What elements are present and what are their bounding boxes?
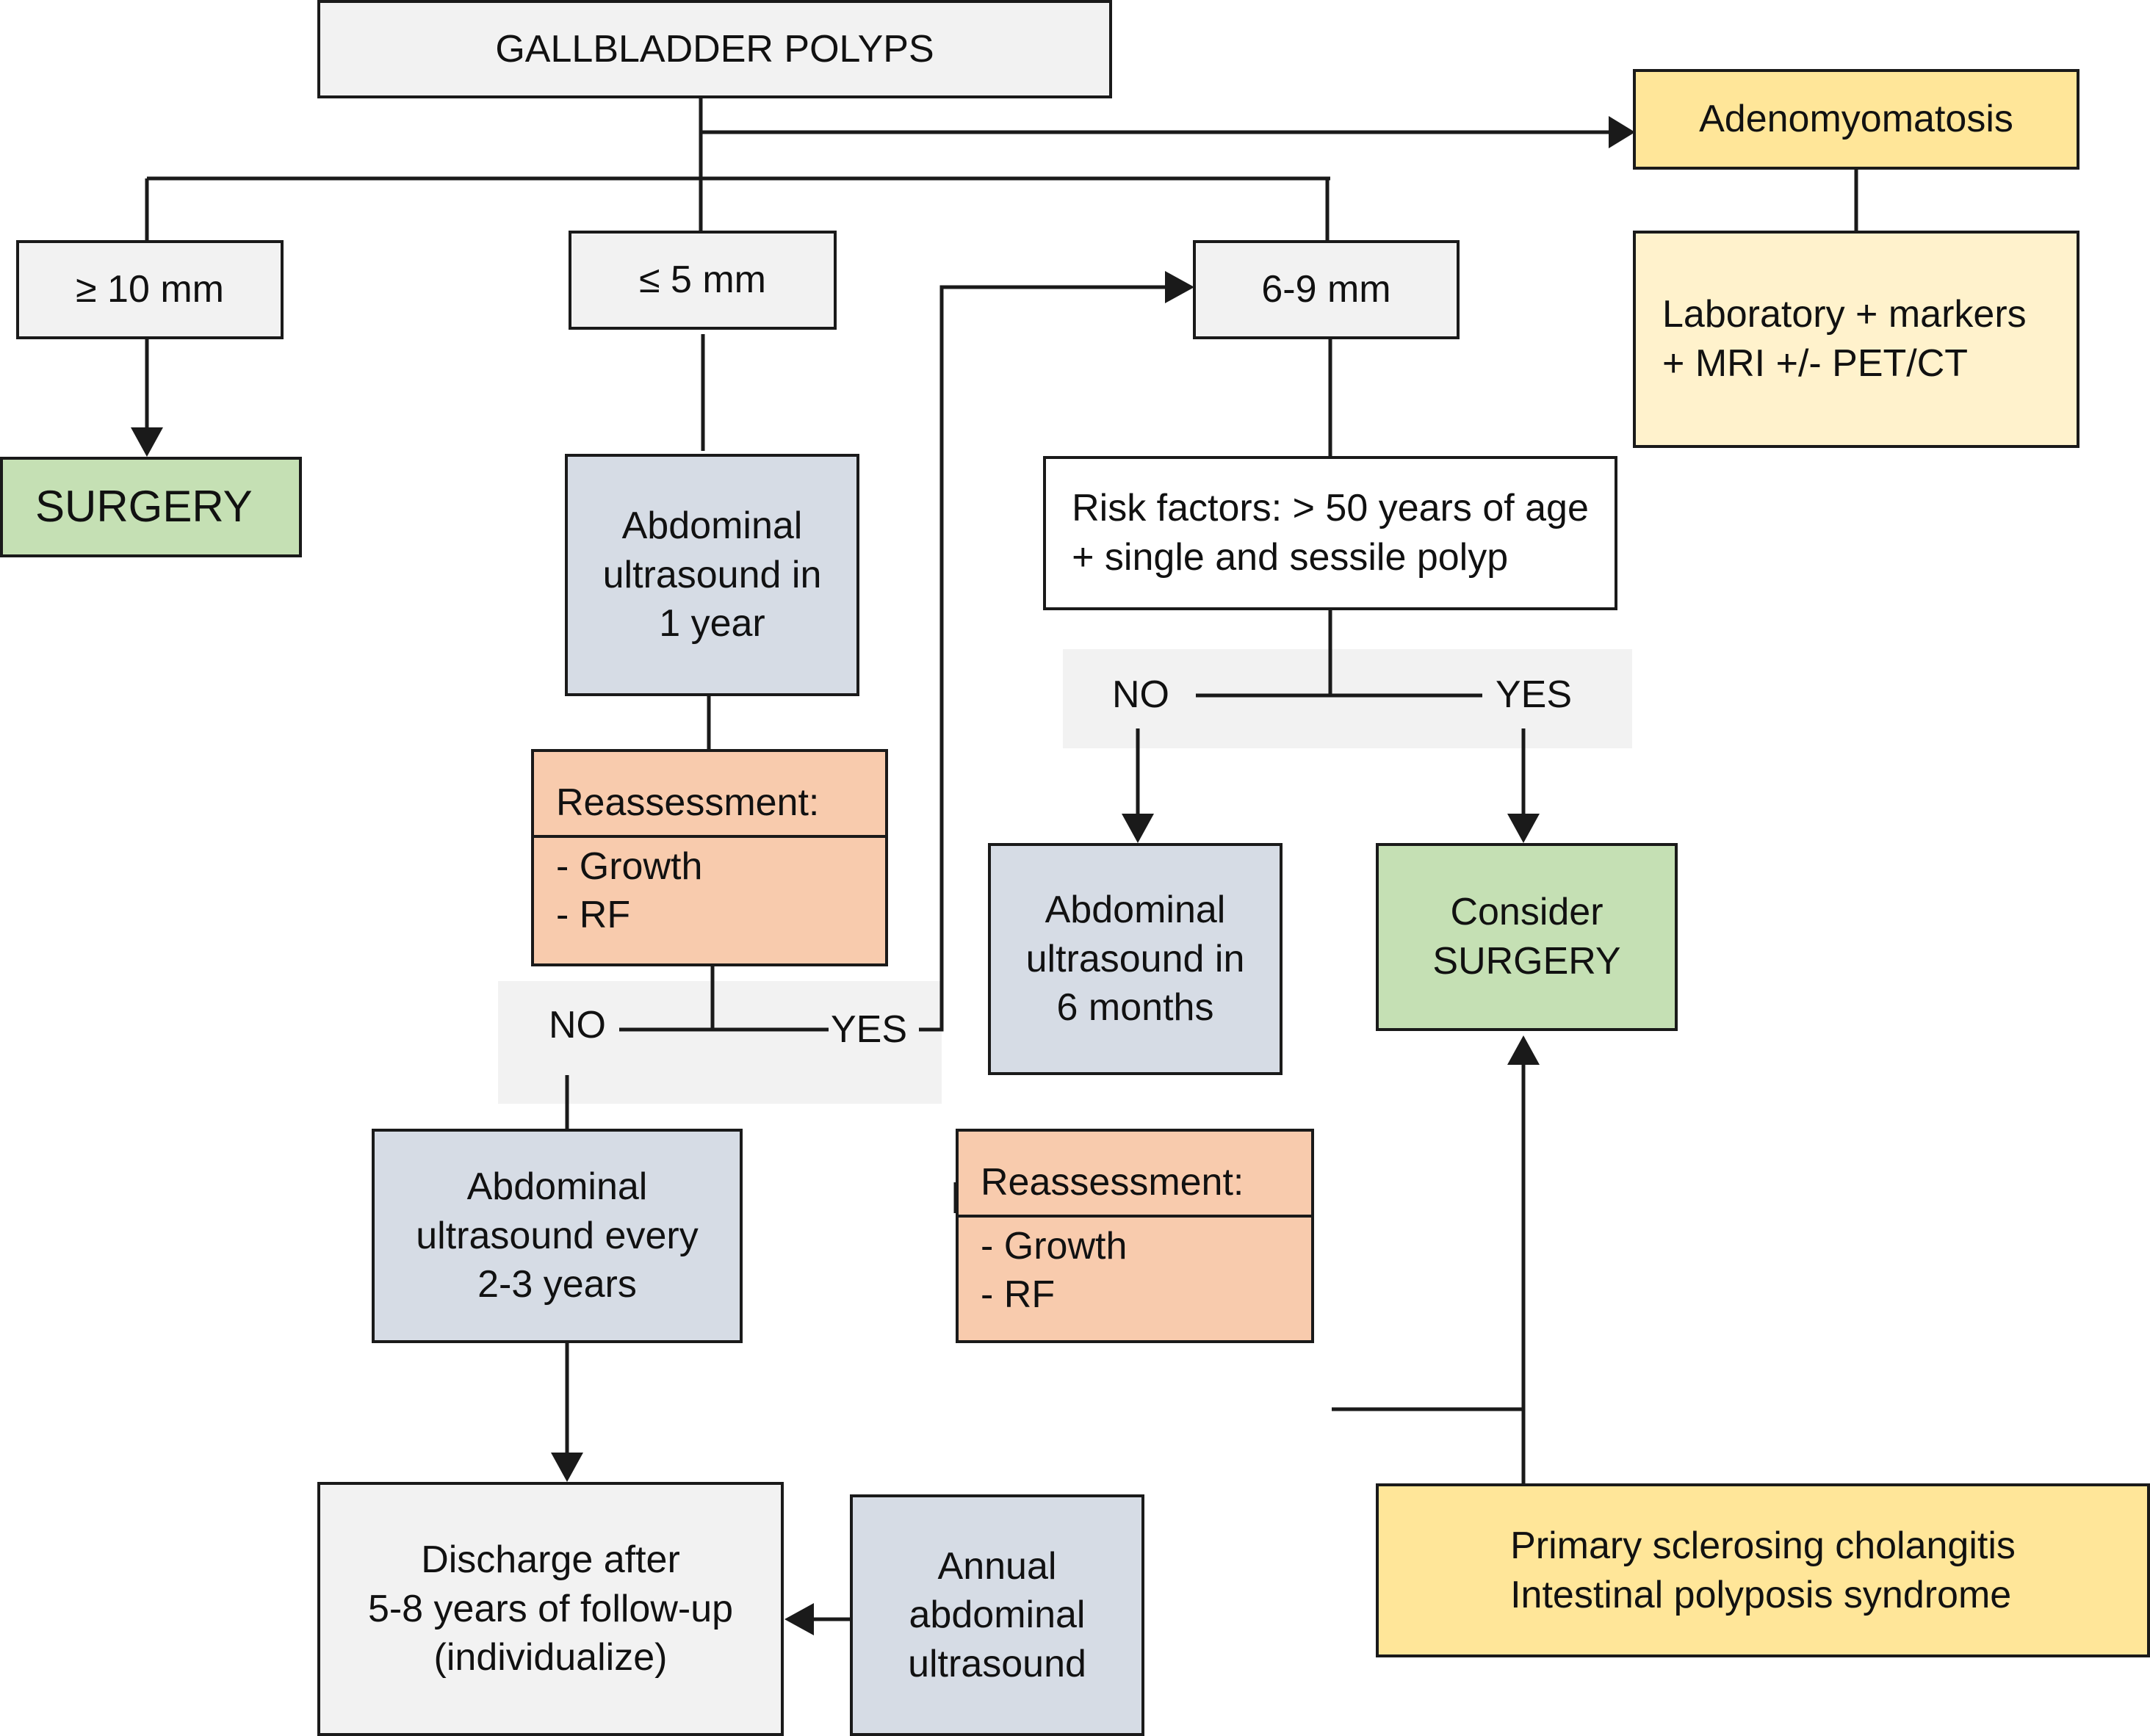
high-risk-conditions-box: Primary sclerosing cholangitis Intestina… [1376,1483,2150,1657]
risk-factors-label: Risk factors: > 50 years of age + single… [1072,487,1589,579]
us-6-months-box: Abdominal ultrasound in 6 months [988,843,1283,1075]
discharge-box: Discharge after 5-8 years of follow-up (… [317,1482,784,1736]
decision-band-reassessment [498,981,942,1104]
consider-surgery-box: Consider SURGERY [1376,843,1678,1031]
adenomyomatosis-box: Adenomyomatosis [1633,69,2079,170]
arrow-head-annual [784,1603,814,1635]
size-le5-box: ≤ 5 mm [569,231,837,330]
arrow-head-surgery [131,427,163,457]
reassessment-1-title: Reassessment: [534,752,885,838]
size-6-9-label: 6-9 mm [1261,268,1391,311]
reassessment-1-items: - Growth - RF [556,845,703,937]
gallbladder-polyps-box: GALLBLADDER POLYPS [317,0,1112,98]
arrow-head-us6months [1122,814,1154,843]
reassessment-2-box: Reassessment: - Growth - RF [956,1129,1314,1343]
us-every-2-3-box: Abdominal ultrasound every 2-3 years [372,1129,743,1343]
adenomyomatosis-label: Adenomyomatosis [1699,98,2013,141]
arrow-head-adenomyomatosis [1609,116,1635,148]
arrow-head-highrisk [1507,1035,1540,1065]
discharge-label: Discharge after 5-8 years of follow-up (… [367,1538,734,1679]
us-1-year-box: Abdominal ultrasound in 1 year [565,454,859,696]
adenomyomatosis-workup-label: Laboratory + markers + MRI +/- PET/CT [1662,293,2027,385]
us-every-2-3-label: Abdominal ultrasound every 2-3 years [416,1165,699,1306]
arrow-head-discharge [551,1453,583,1482]
arrow-head-6-9 [1165,271,1194,303]
decision-reassessment-yes: YES [831,1008,908,1051]
decision-risk-no: NO [1112,673,1169,716]
surgery-label: SURGERY [35,482,253,532]
decision-reassessment-no: NO [549,1004,606,1046]
gallbladder-polyps-label: GALLBLADDER POLYPS [495,27,934,70]
reassessment-1-box: Reassessment: - Growth - RF [531,749,888,966]
surgery-box: SURGERY [0,457,302,557]
reassessment-2-title: Reassessment: [959,1132,1311,1218]
consider-surgery-label: Consider SURGERY [1432,891,1621,983]
arrow-head-consider [1507,814,1540,843]
size-6-9-box: 6-9 mm [1193,240,1460,339]
reassessment-2-items: - Growth - RF [981,1224,1128,1317]
wire-yes-to-6-9 [919,285,1174,1032]
high-risk-conditions-label: Primary sclerosing cholangitis Intestina… [1510,1524,2016,1616]
us-6-months-label: Abdominal ultrasound in 6 months [1025,889,1245,1030]
annual-us-label: Annual abdominal ultrasound [908,1544,1086,1685]
annual-us-box: Annual abdominal ultrasound [850,1494,1144,1736]
decision-risk-yes: YES [1496,673,1573,716]
size-ge10-box: ≥ 10 mm [16,240,284,339]
size-le5-label: ≤ 5 mm [639,258,766,302]
size-ge10-label: ≥ 10 mm [76,268,224,311]
us-1-year-label: Abdominal ultrasound in 1 year [602,504,822,645]
risk-factors-box: Risk factors: > 50 years of age + single… [1043,456,1617,610]
adenomyomatosis-workup-box: Laboratory + markers + MRI +/- PET/CT [1633,231,2079,448]
decision-band-risk [1063,649,1632,748]
